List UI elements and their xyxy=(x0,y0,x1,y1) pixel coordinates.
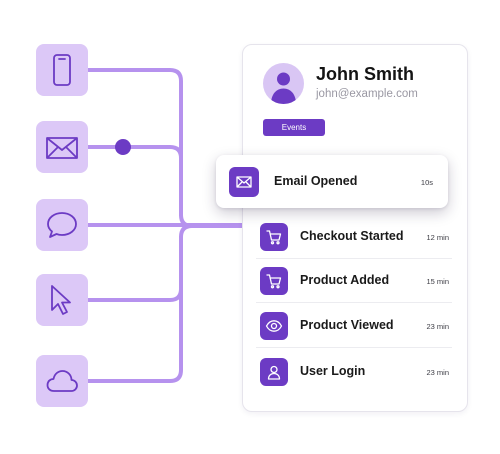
cart-icon xyxy=(266,230,282,245)
event-time: 12 min xyxy=(426,233,449,242)
event-icon-badge xyxy=(260,223,288,251)
event-row-product-added[interactable]: Product Added 15 min xyxy=(256,259,452,303)
event-label: Email Opened xyxy=(274,174,358,188)
user-icon xyxy=(267,365,281,380)
channel-email-tile[interactable] xyxy=(36,121,88,173)
channel-web-tile[interactable] xyxy=(36,274,88,326)
event-icon-badge xyxy=(260,358,288,386)
event-row-product-viewed[interactable]: Product Viewed 23 min xyxy=(256,304,452,348)
event-time: 23 min xyxy=(426,322,449,331)
cloud-icon xyxy=(46,370,78,392)
event-label: Product Added xyxy=(300,273,390,287)
smartphone-icon xyxy=(53,54,71,86)
featured-event-card[interactable]: Email Opened 10s xyxy=(216,155,448,208)
user-email: john@example.com xyxy=(316,88,418,100)
event-row-user-login[interactable]: User Login 23 min xyxy=(256,350,452,394)
event-label: User Login xyxy=(300,364,366,378)
eye-icon xyxy=(265,320,283,332)
event-label: Checkout Started xyxy=(300,229,404,243)
user-name: John Smith xyxy=(316,64,414,84)
event-icon-badge xyxy=(260,267,288,295)
event-label: Product Viewed xyxy=(300,318,394,332)
event-time: 23 min xyxy=(426,368,449,377)
channel-cloud-tile[interactable] xyxy=(36,355,88,407)
events-button[interactable]: Events xyxy=(263,119,325,136)
cursor-arrow-icon xyxy=(51,285,71,315)
event-time: 10s xyxy=(420,178,433,187)
channel-chat-tile[interactable] xyxy=(36,199,88,251)
email-connector-node xyxy=(115,139,131,155)
envelope-icon xyxy=(236,176,252,188)
user-avatar-icon xyxy=(263,63,304,104)
event-icon-badge xyxy=(229,167,259,197)
envelope-icon xyxy=(46,137,78,159)
cart-icon xyxy=(266,274,282,289)
event-time: 15 min xyxy=(426,277,449,286)
channel-phone-tile[interactable] xyxy=(36,44,88,96)
event-icon-badge xyxy=(260,312,288,340)
chat-bubble-icon xyxy=(47,212,77,238)
event-row-checkout-started[interactable]: Checkout Started 12 min xyxy=(256,215,452,259)
